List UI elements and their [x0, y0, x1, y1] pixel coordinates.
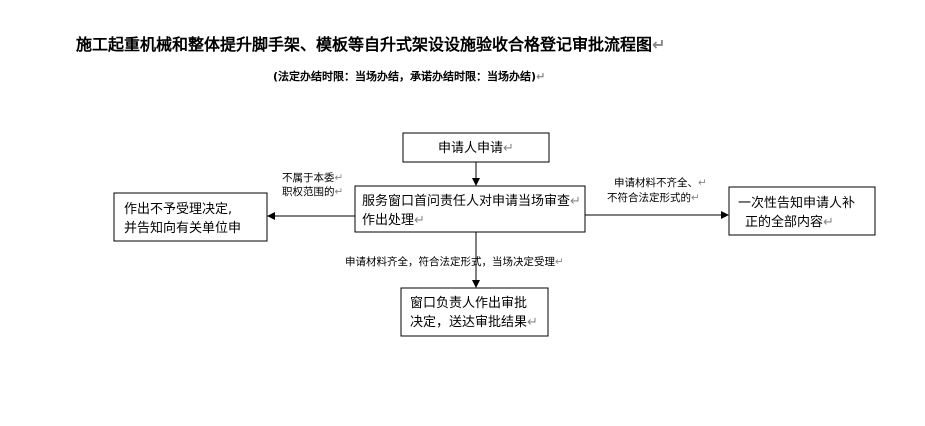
node-apply-label: 申请人申请↵: [438, 141, 514, 156]
node-window-box: [354, 185, 586, 233]
node-reject: 作出不予受理决定, 并告知向有关单位申: [113, 192, 268, 242]
edge-label-to-reject-line-1: 不属于本委↵: [282, 171, 343, 184]
node-apply: 申请人申请↵: [402, 132, 550, 163]
node-approve-label-line-2: 决定，送达审批结果↵: [410, 315, 538, 330]
edge-label-to-supplement-line-1: 申请材料不齐全、↵: [614, 176, 707, 189]
node-approve-box: [400, 287, 549, 337]
page-title: 施工起重机械和整体提升脚手架、模板等自升式架设设施验收合格登记审批流程图↵: [76, 35, 665, 54]
node-window-label-line-1: 服务窗口首问责任人对申请当场审查↵: [362, 193, 581, 209]
node-supplement: 一次性告知申请人补 正的全部内容↵: [728, 186, 876, 236]
node-apply-box: [402, 132, 550, 163]
edge-label-to-approve: 申请材料齐全，符合法定形式，当场决定受理↵: [345, 255, 564, 268]
node-reject-box: [113, 192, 268, 242]
node-approve-label-line-1: 窗口负责人作出审批: [410, 295, 527, 311]
edge-label-to-supplement: 申请材料不齐全、↵ 不符合法定形式的↵: [607, 176, 707, 204]
edge-label-to-reject: 不属于本委↵ 职权范围的↵: [282, 171, 343, 198]
node-reject-label-line-1: 作出不予受理决定,: [124, 202, 232, 217]
edge-label-to-supplement-line-2: 不符合法定形式的↵: [607, 191, 700, 204]
node-reject-label-line-2: 并告知向有关单位申: [124, 220, 241, 236]
node-supplement-label-line-1: 一次性告知申请人补: [738, 195, 855, 211]
page-subtitle: (法定办结时限：当场办结，承诺办结时限：当场办结)↵: [273, 69, 545, 83]
node-supplement-box: [728, 186, 876, 236]
node-window-label-line-2: 作出处理↵: [362, 213, 425, 228]
node-supplement-label-line-2: 正的全部内容↵: [745, 214, 834, 230]
edge-label-to-reject-line-2: 职权范围的↵: [282, 185, 343, 198]
node-window: 服务窗口首问责任人对申请当场审查↵ 作出处理↵: [354, 185, 586, 233]
node-approve: 窗口负责人作出审批 决定，送达审批结果↵: [400, 287, 549, 337]
